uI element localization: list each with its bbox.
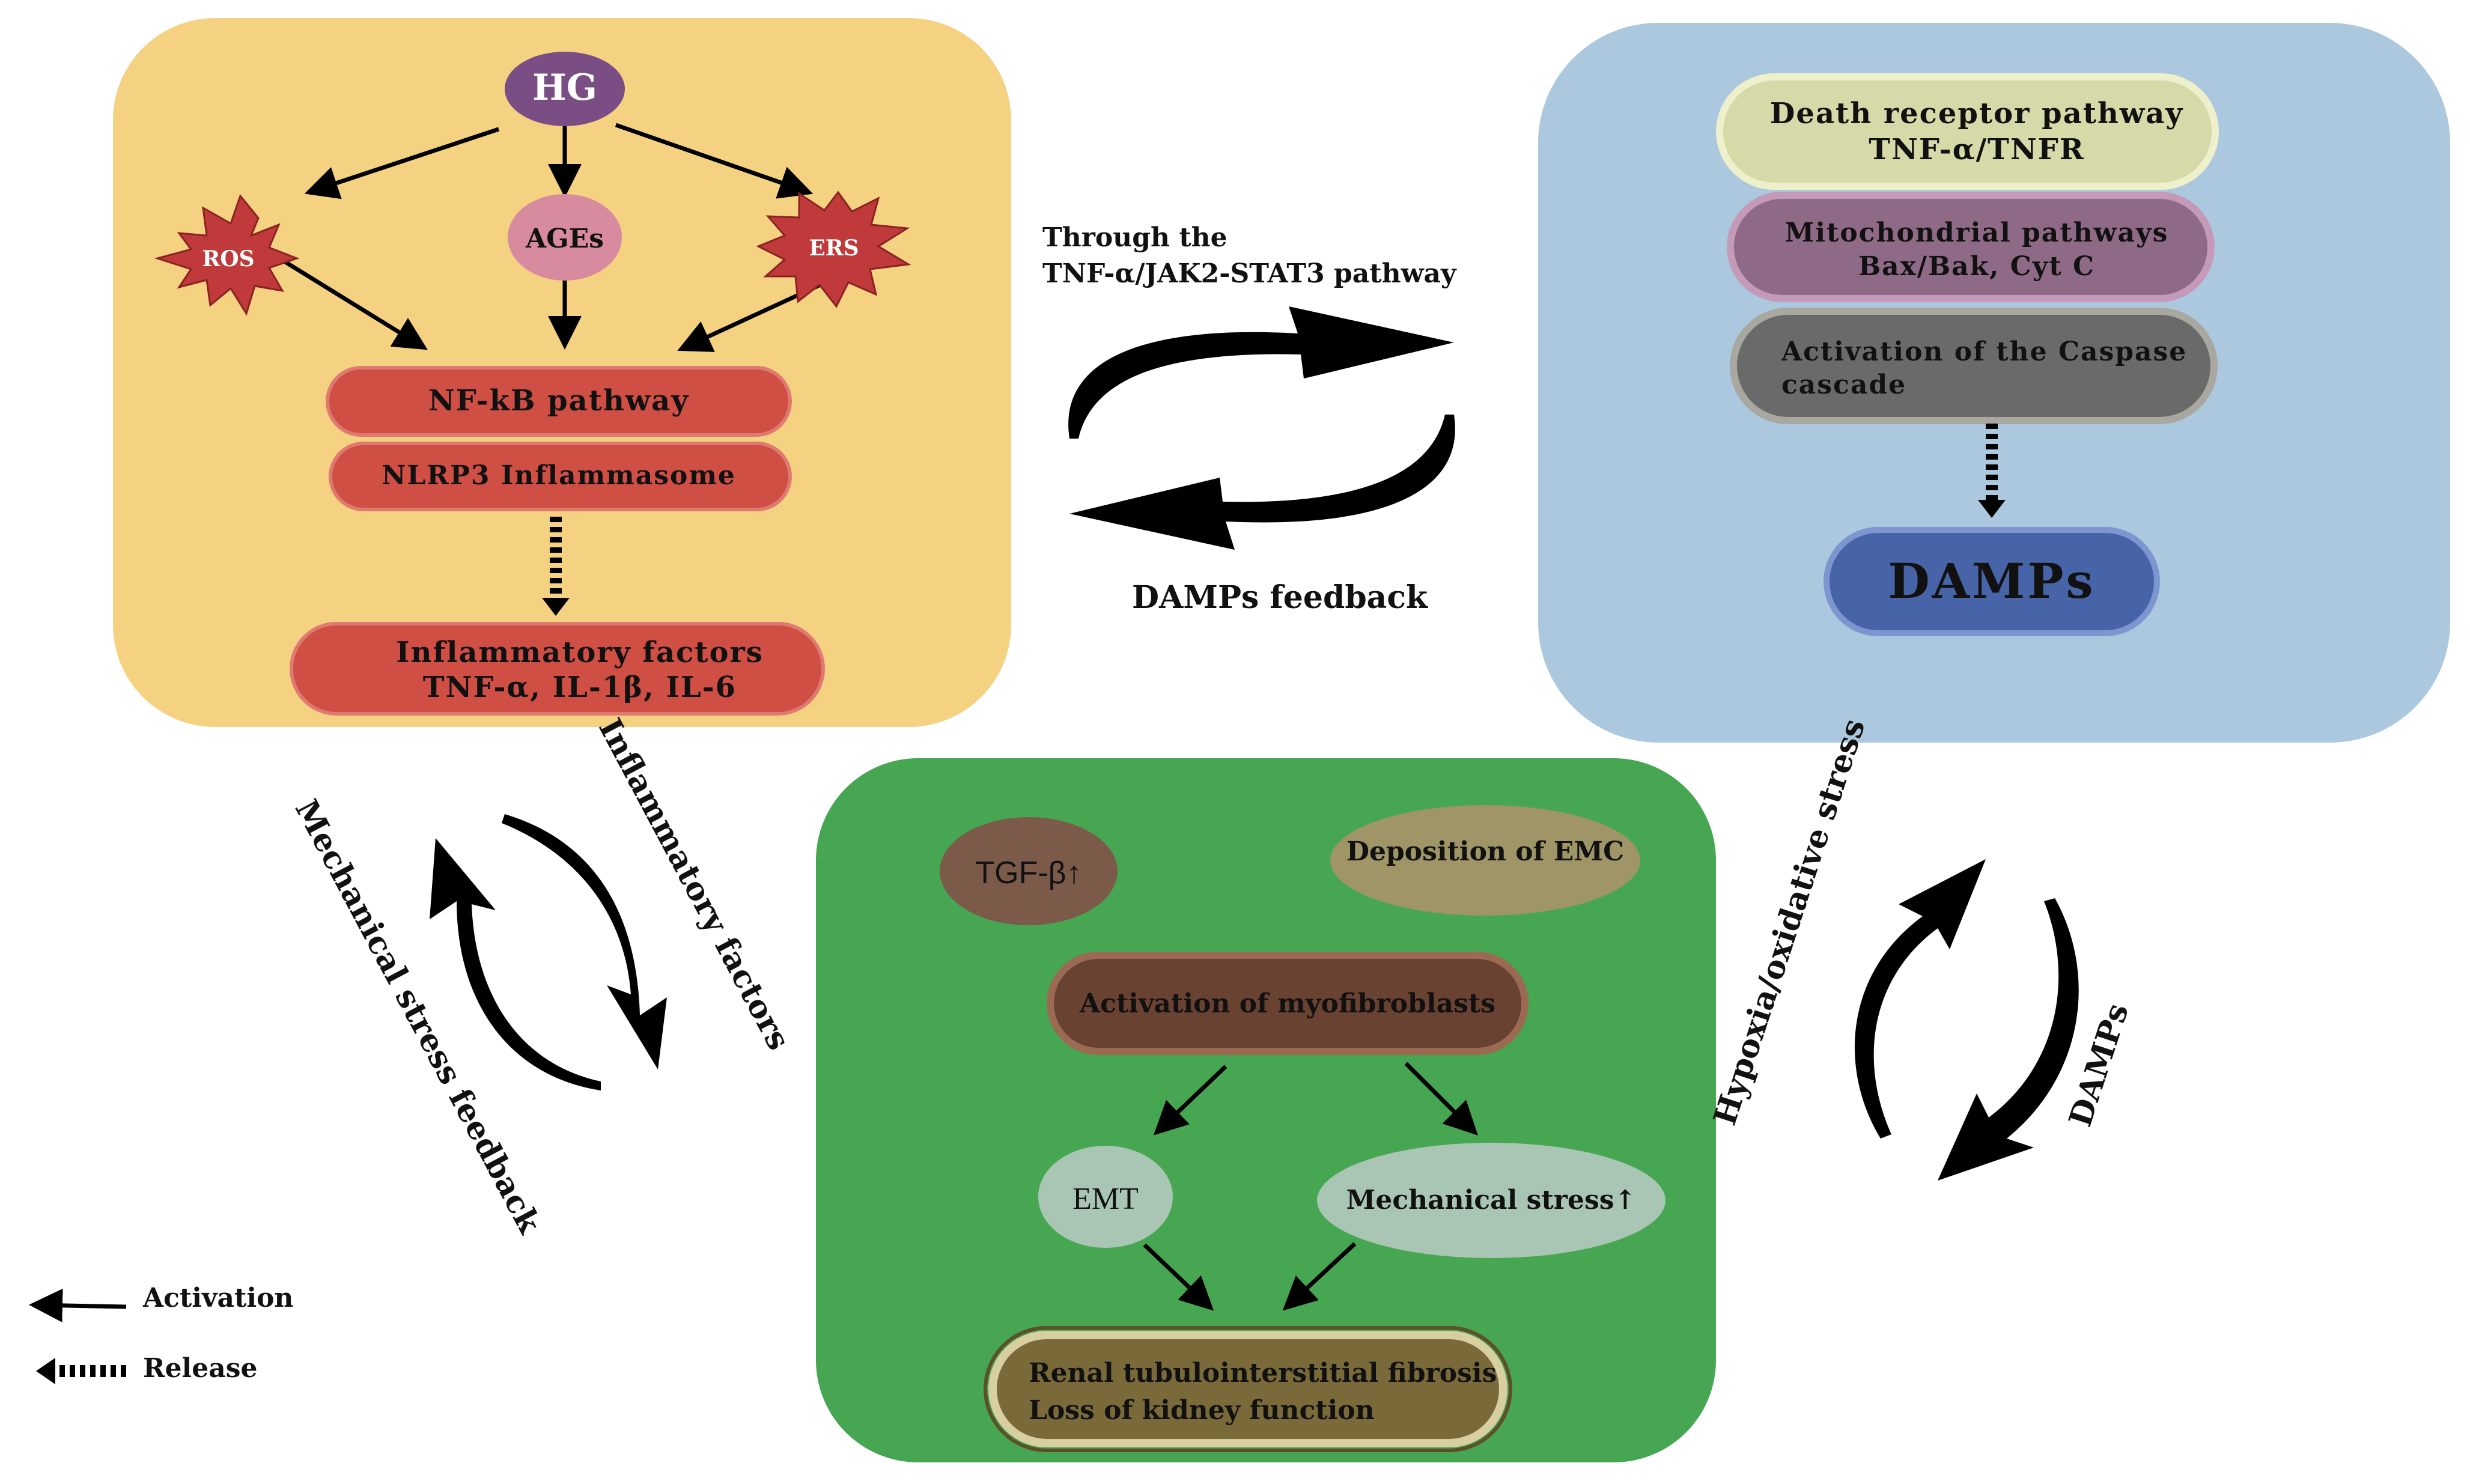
myofibroblasts-pill — [1047, 952, 1529, 1055]
left-down-curved-arrow — [502, 814, 667, 1069]
legend-release-arrowhead — [36, 1358, 55, 1384]
nfkb-label: NF-kB pathway — [428, 384, 689, 418]
right-down-curved-arrow — [1938, 898, 2079, 1181]
ages-label: AGEs — [525, 224, 604, 254]
inflammatory-factors-pill — [290, 622, 825, 716]
ages-node — [508, 194, 622, 281]
renal-fibrosis-line2: Loss of kidney function — [1029, 1395, 1375, 1426]
right-up-curved-arrow — [1854, 859, 1986, 1139]
mitochondrial-line2: Bax/Bak, Cyt C — [1858, 251, 2095, 282]
emt-to-renal-arrow — [1143, 1243, 1214, 1311]
mech-stress-node — [1317, 1143, 1665, 1258]
hg-node — [505, 52, 625, 126]
top-back-label: DAMPs feedback — [1132, 579, 1428, 616]
caspase-release-arrowhead — [1978, 500, 2006, 518]
myofib-to-mech-arrow — [1404, 1062, 1478, 1136]
hg-to-ros-arrow — [304, 127, 500, 199]
caspase-line1: Activation of the Caspase — [1781, 336, 2187, 367]
tgf-label: TGF-β↑ — [975, 856, 1081, 890]
top-forward-curved-arrow — [1068, 306, 1454, 439]
ers-burst — [756, 190, 911, 308]
damps-pill — [1824, 527, 2160, 636]
death-receptor-line1: Death receptor pathway — [1770, 97, 2184, 130]
emc-node — [1330, 805, 1640, 916]
nfkb-pill — [326, 366, 792, 437]
ros-label: ROS — [202, 246, 254, 272]
top-forward-label-line1: Through the — [1042, 222, 1227, 253]
renal-fibrosis-pill-outline — [984, 1326, 1512, 1452]
top-forward-label-line2: TNF-α/JAK2-STAT3 pathway — [1042, 258, 1457, 289]
tgf-node — [940, 817, 1118, 925]
right-up-label: Hypoxia/oxidative stress — [1706, 714, 1872, 1130]
top-back-curved-arrow — [1069, 415, 1455, 550]
hg-to-ers-arrow — [615, 123, 814, 199]
left-up-label: Mechanical stress feedback — [288, 794, 548, 1240]
fibrosis-panel — [816, 758, 1716, 1462]
renal-fibrosis-line1: Renal tubulointerstitial fibrosis — [1029, 1358, 1497, 1388]
caspase-pill — [1730, 308, 2218, 424]
ros-burst — [154, 193, 300, 316]
myofib-to-emt-arrow — [1153, 1065, 1227, 1136]
mech-to-renal-arrow — [1282, 1242, 1357, 1311]
damps-label: DAMPs — [1888, 553, 2095, 609]
nlrp3-label: NLRP3 Inflammasome — [382, 460, 736, 491]
hg-label: HG — [532, 67, 597, 109]
mech-stress-label: Mechanical stress↑ — [1346, 1185, 1637, 1215]
ros-to-nfkb-arrow — [278, 257, 428, 350]
myofibroblasts-label: Activation of myofibroblasts — [1079, 988, 1495, 1019]
death-receptor-line2: TNF-α/TNFR — [1869, 133, 2084, 166]
mitochondrial-line1: Mitochondrial pathways — [1785, 217, 2169, 248]
inflammatory-factors-line1: Inflammatory factors — [396, 636, 764, 669]
legend-release-label: Release — [143, 1353, 258, 1384]
death-receptor-pill — [1716, 73, 2219, 190]
caspase-line2: cascade — [1781, 369, 1906, 400]
legend-activation-label: Activation — [142, 1283, 293, 1313]
ers-label: ERS — [809, 236, 859, 261]
inflammatory-factors-line2: TNF-α, IL-1β, IL-6 — [423, 671, 737, 704]
left-up-curved-arrow — [430, 838, 601, 1090]
legend-activation-arrow — [29, 1288, 127, 1322]
emt-label: EMT — [1072, 1182, 1139, 1216]
emt-node — [1038, 1146, 1173, 1248]
nlrp3-pill — [329, 442, 792, 511]
mitochondrial-pill — [1727, 192, 2215, 302]
emc-label: Deposition of EMC — [1346, 836, 1624, 867]
nlrp3-release-arrowhead — [542, 598, 570, 616]
renal-fibrosis-pill — [988, 1331, 1507, 1447]
